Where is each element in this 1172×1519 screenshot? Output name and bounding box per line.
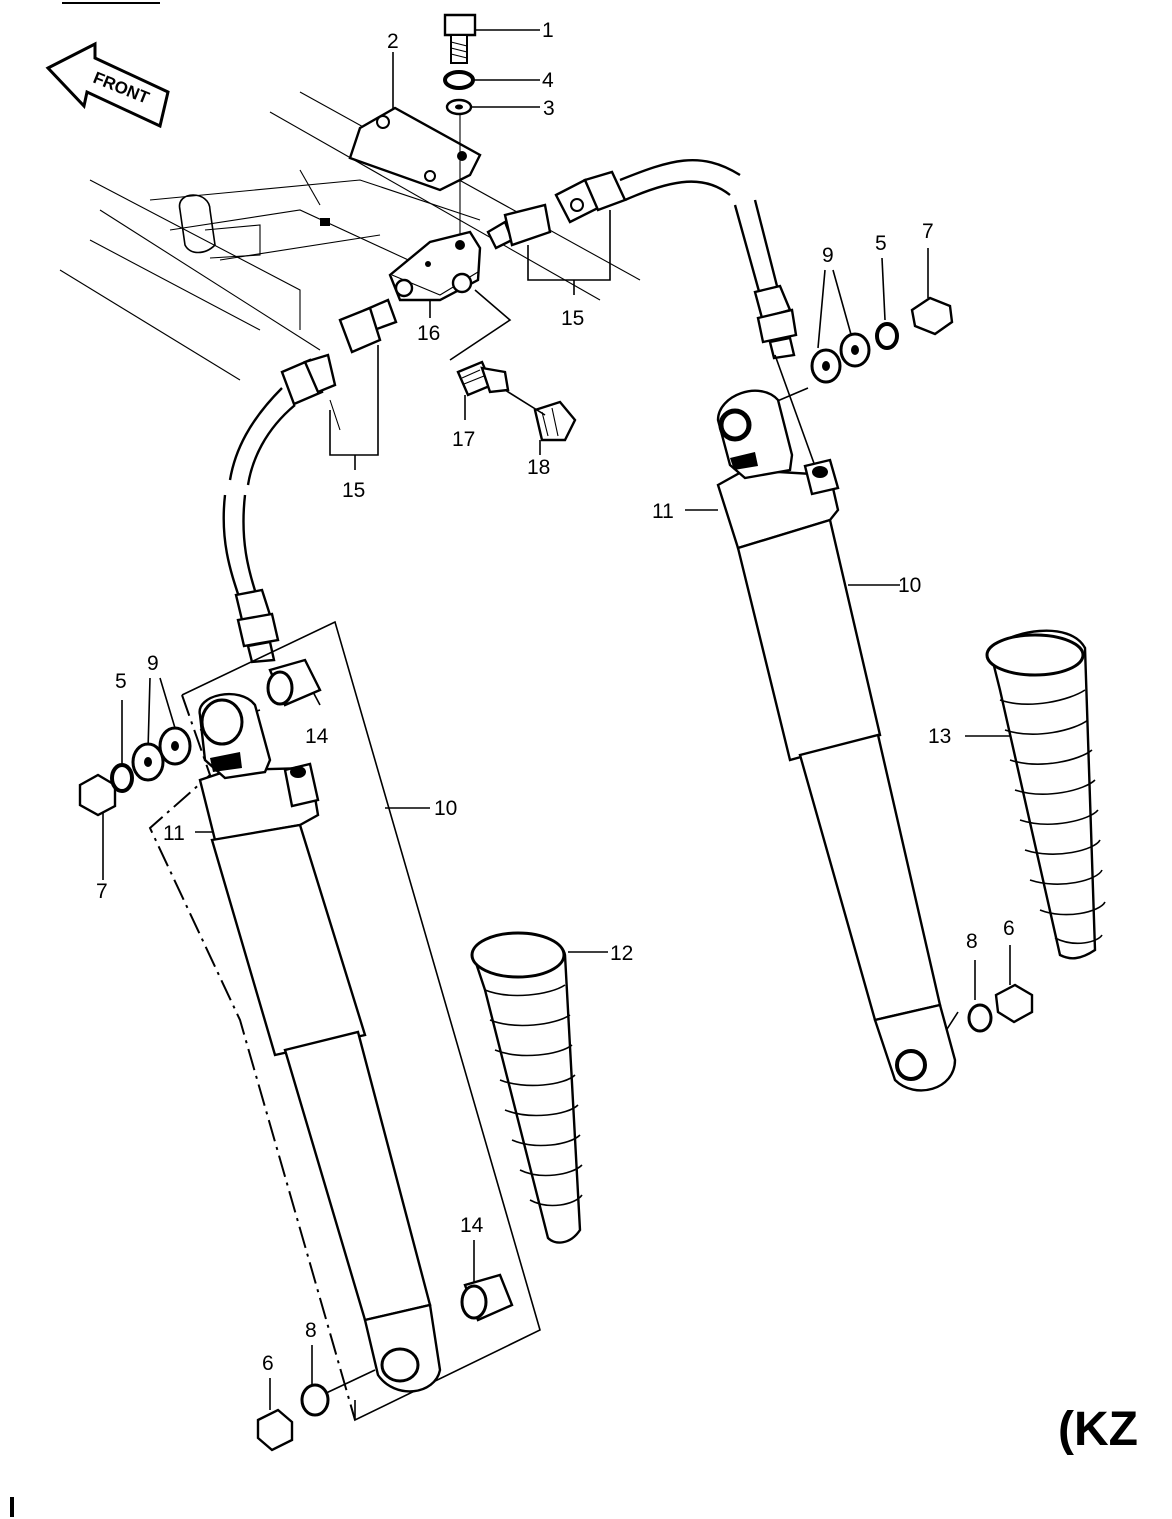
- callout-15-right: 15: [561, 307, 584, 330]
- bleed-valve: [456, 360, 510, 397]
- model-label: (KZ: [1058, 1403, 1138, 1456]
- collar-nut-right: [994, 983, 1034, 1024]
- hose-right-lower-section: [733, 199, 798, 360]
- callout-9-right: 9: [822, 244, 834, 267]
- callout-7-left: 7: [96, 880, 108, 903]
- lock-washer: [443, 70, 475, 90]
- lock-washer-left: [110, 763, 134, 793]
- hose-fitting-left: [280, 298, 398, 406]
- washer-left-bottom: [300, 1383, 330, 1417]
- hose-fitting-right: [486, 170, 627, 250]
- callout-5-right: 5: [875, 232, 887, 255]
- callout-9-left: 9: [147, 652, 159, 675]
- callout-13: 13: [928, 725, 951, 748]
- cap-nut-right: [910, 296, 954, 336]
- callout-5-left: 5: [115, 670, 127, 693]
- callout-15-left: 15: [342, 479, 365, 502]
- callout-2: 2: [387, 30, 399, 53]
- lock-washer-right: [875, 322, 899, 350]
- callout-4: 4: [542, 69, 554, 92]
- callout-12: 12: [610, 942, 633, 965]
- frame-structure: [59, 91, 641, 431]
- left-shock-absorber: [198, 692, 442, 1393]
- callout-7-right: 7: [922, 220, 934, 243]
- callout-labels: 1 2 3 4 5 5 6 6 7 7 8 8 9 9 10 10 11 11 …: [96, 19, 1015, 1375]
- callout-17: 17: [452, 428, 475, 451]
- bolt: [443, 13, 477, 64]
- callout-11-right: 11: [652, 500, 674, 523]
- mounting-bracket: [348, 106, 482, 192]
- callout-6-left: 6: [262, 1352, 274, 1375]
- callout-8-left: 8: [305, 1319, 317, 1342]
- dust-boot-right: [985, 629, 1106, 960]
- right-shock-absorber: [716, 389, 957, 1092]
- hose-left-lower-fitting: [234, 588, 280, 664]
- brake-hose-upper-right: [619, 158, 741, 202]
- bushing-upper: [266, 658, 322, 707]
- callout-18: 18: [527, 456, 550, 479]
- callout-11-left: 11: [163, 822, 185, 845]
- washer-right-bottom: [967, 1003, 993, 1033]
- left-shock-group-outline: [148, 620, 541, 1422]
- collar-nut-left: [256, 1408, 294, 1452]
- bleed-valve-cap: [533, 400, 577, 442]
- callout-1: 1: [542, 19, 554, 42]
- callout-8-right: 8: [966, 930, 978, 953]
- callout-6-right: 6: [1003, 917, 1015, 940]
- front-arrow-icon: FRONT: [45, 41, 170, 129]
- hose-joint-block: [388, 230, 482, 302]
- callout-16: 16: [417, 322, 440, 345]
- brake-hose-left: [222, 387, 296, 601]
- callout-14-upper: 14: [305, 725, 329, 748]
- callout-14-lower: 14: [460, 1214, 484, 1237]
- dust-boot-left: [470, 931, 583, 1244]
- bushing-lower: [460, 1273, 514, 1322]
- callout-3: 3: [543, 97, 555, 120]
- callout-10-left: 10: [434, 797, 457, 820]
- callout-10-right: 10: [898, 574, 921, 597]
- cap-nut-left: [78, 773, 117, 817]
